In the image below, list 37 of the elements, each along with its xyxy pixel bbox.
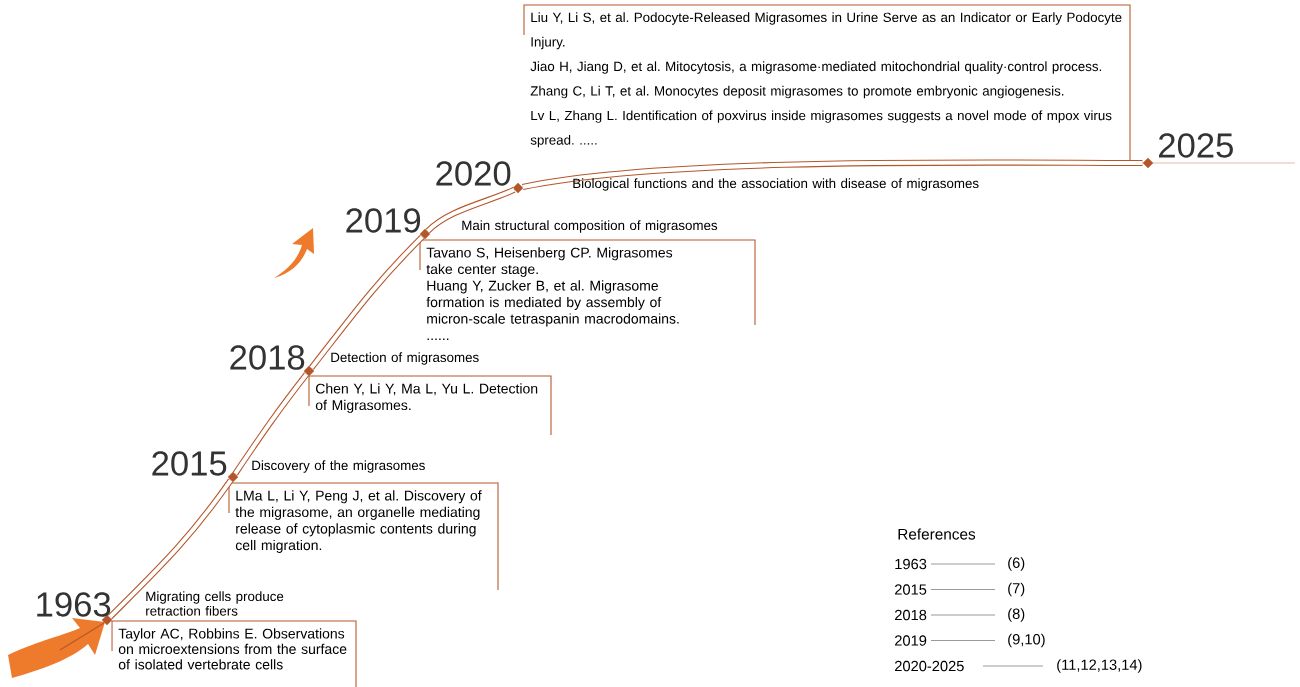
timeline-curve xyxy=(232,372,309,476)
reference-box: Chen Y, Li Y, Ma L, Yu L. Detection of Migrasomes. xyxy=(308,375,552,436)
diamond-marker xyxy=(419,228,431,240)
reference-box: Taylor AC, Robbins E. Observations on microextensions from the surface of isolated vertebrate cells xyxy=(111,620,357,687)
reference-box: LMa L, Li Y, Peng J, et al. Discovery of the migrasome, an organelle mediating release of cytoplasmic contents during cell migration. xyxy=(228,482,499,591)
reference-box: Liu Y, Li S, et al. Podocyte-Released Migrasomes in Urine Serve as an Indicator or Early Podocyte Injury. Jiao H, Jiang D, et al. Mitocytosis, a migrasome·mediated mitochondrial quality·control process. Zhang C, Li T, et al. Monocytes deposit migrasomes to promote embryonic angiogenesis. Lv L, Zhang L. Identification of poxvirus inside migrasomes suggests a novel mode of mpox virus spread. ..... xyxy=(523,4,1131,161)
milestone-heading: Detection of migrasomes xyxy=(331,352,479,365)
reference-year: 2015 xyxy=(895,584,927,595)
timeline-curve xyxy=(425,187,516,234)
milestone-heading: Biological functions and the association with disease of migrasomes xyxy=(573,178,979,191)
table-heading: References xyxy=(898,528,976,540)
reference-box: Tavano S, Heisenberg CP. Migrasomes take center stage. Huang Y, Zucker B, et al. Migrasome formation is mediated by assembly of micron-scale tetraspanin macrodomains. ...... xyxy=(419,239,756,341)
year-label: 2019 xyxy=(346,208,421,233)
year-label: 1963 xyxy=(37,592,111,617)
reference-year: 2018 xyxy=(895,609,927,621)
reference-number: (8) xyxy=(1008,608,1025,622)
reference-year: 1963 xyxy=(895,558,927,570)
year-label: 2015 xyxy=(152,451,227,476)
milestone-heading: Migrating cells produce retraction fibers xyxy=(146,591,284,616)
timeline-curve xyxy=(107,478,234,620)
year-label: 2025 xyxy=(1159,133,1233,158)
diamond-marker xyxy=(1142,157,1154,169)
diamond-marker xyxy=(303,365,315,377)
reference-number: (11,12,13,14) xyxy=(1057,659,1142,673)
reference-number: (7) xyxy=(1008,582,1025,597)
year-label: 2020 xyxy=(436,161,511,186)
year-label: 2018 xyxy=(230,345,305,370)
diamond-marker xyxy=(512,182,524,194)
milestone-heading: Main structural composition of migrasomes xyxy=(462,220,718,233)
reference-number: (9,10) xyxy=(1008,633,1045,648)
diamond-marker xyxy=(227,471,239,483)
reference-year: 2020-2025 xyxy=(895,660,964,672)
timeline-curve xyxy=(522,159,1143,191)
timeline-curve xyxy=(309,234,425,370)
reference-number: (6) xyxy=(1008,557,1025,571)
milestone-heading: Discovery of the migrasomes xyxy=(252,460,425,473)
reference-year: 2019 xyxy=(895,635,927,646)
